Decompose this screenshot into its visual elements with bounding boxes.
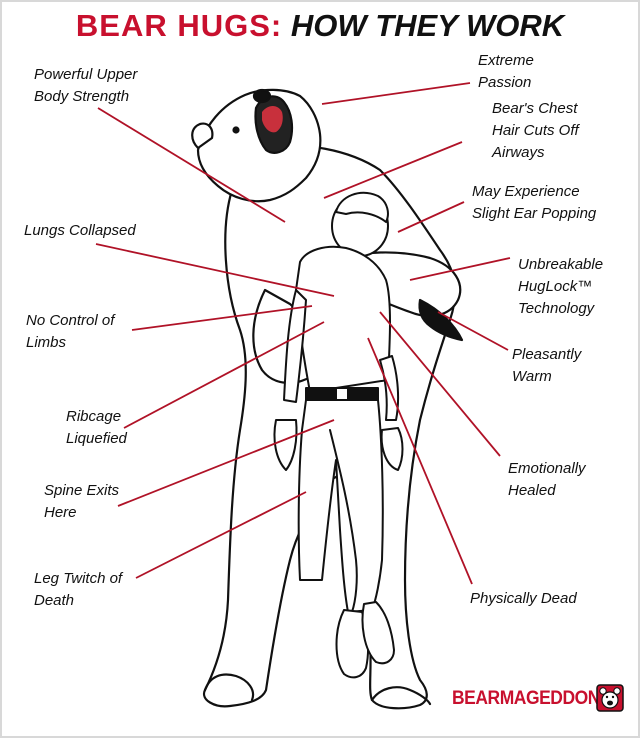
label-limbs: No Control of Limbs: [26, 312, 115, 351]
line-upper-body: [97, 107, 286, 223]
label-spine: Spine Exits Here: [44, 482, 120, 521]
brand-name: BEARMAGEDDON: [452, 688, 600, 709]
label-leg-twitch: Leg Twitch of Death: [34, 570, 123, 609]
line-ribcage: [123, 321, 325, 429]
line-lungs: [95, 243, 335, 297]
label-warm: Pleasantly Warm: [512, 346, 582, 385]
label-lungs: Lungs Collapsed: [24, 222, 136, 239]
label-dead: Physically Dead: [470, 590, 577, 607]
label-upper-body: Powerful Upper Body Strength: [34, 66, 138, 105]
label-passion: Extreme Passion: [478, 52, 534, 91]
leader-lines: [95, 82, 511, 585]
label-ribcage: Ribcage Liquefied: [66, 408, 127, 447]
label-chest-hair: Bear's Chest Hair Cuts Off Airways: [492, 100, 579, 161]
bear-face-icon: [596, 684, 624, 712]
line-limbs: [131, 305, 313, 331]
line-leg-twitch: [135, 491, 307, 579]
person-figure: [273, 191, 404, 679]
line-huglock: [409, 257, 511, 281]
title-part-1: BEAR HUGS:: [75, 8, 283, 43]
title-part-2: HOW THEY WORK: [290, 8, 565, 43]
line-dead: [367, 337, 473, 585]
line-spine: [117, 419, 335, 507]
line-warm: [437, 311, 509, 351]
label-huglock: Unbreakable HugLock™ Technology: [518, 256, 604, 317]
line-passion: [321, 82, 471, 105]
label-ear-popping: May Experience Slight Ear Popping: [472, 183, 597, 222]
page-title: BEAR HUGS: HOW THEY WORK: [0, 10, 640, 41]
line-ear-popping: [397, 201, 465, 233]
line-emotionally: [379, 311, 501, 457]
line-chest-hair: [323, 141, 463, 199]
label-emotionally: Emotionally Healed: [508, 460, 586, 499]
